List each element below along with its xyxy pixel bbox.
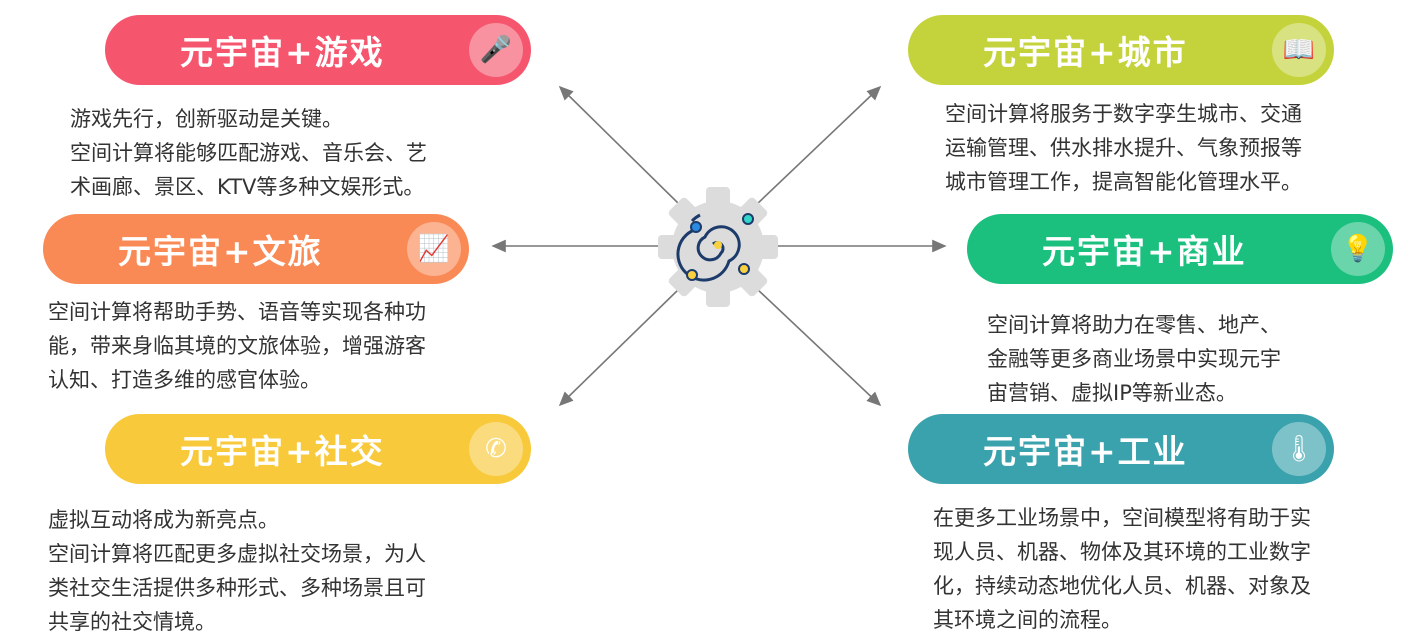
- presentation-chart-icon: 📈: [407, 222, 461, 276]
- desc-industry: 在更多工业场景中，空间模型将有助于实 现人员、机器、物体及其环境的工业数字 化，…: [933, 506, 1311, 632]
- card-social: 元宇宙+社交 ✆: [105, 414, 531, 484]
- microphone-icon: 🎤: [469, 23, 523, 77]
- card-city: 元宇宙+城市 📖: [908, 15, 1334, 85]
- desc-business: 空间计算将助力在零售、地产、 金融等更多商业场景中实现元宇 宙营销、虚拟IP等新…: [987, 313, 1281, 405]
- arrow-game: [558, 85, 681, 206]
- title: 元宇宙+游戏: [180, 33, 385, 72]
- phone-icon: ✆: [469, 422, 523, 476]
- lightbulb-icon: 💡: [1331, 222, 1385, 276]
- title: 元宇宙+城市: [983, 33, 1188, 72]
- card-tourism: 元宇宙+文旅 📈: [43, 214, 469, 284]
- arrow-city: [755, 85, 882, 206]
- title: 元宇宙+商业: [1042, 232, 1247, 271]
- desc-game: 游戏先行，创新驱动是关键。 空间计算将能够匹配游戏、音乐会、艺 术画廊、景区、K…: [70, 107, 427, 199]
- desc-city: 空间计算将服务于数字孪生城市、交通 运输管理、供水排水提升、气象预报等 城市管理…: [945, 102, 1302, 194]
- card-game: 元宇宙+游戏 🎤: [105, 15, 531, 85]
- title: 元宇宙+文旅: [118, 232, 323, 271]
- desc-social: 虚拟互动将成为新亮点。 空间计算将匹配更多虚拟社交场景，为人 类社交生活提供多种…: [48, 508, 426, 634]
- book-icon: 📖: [1272, 23, 1326, 77]
- title: 元宇宙+社交: [180, 432, 385, 471]
- card-business: 元宇宙+商业 💡: [967, 214, 1393, 284]
- arrow-social: [558, 287, 681, 407]
- thermometer-icon: 🌡: [1272, 422, 1326, 476]
- galaxy-gear-icon: [658, 187, 778, 307]
- arrow-industry: [755, 287, 882, 407]
- card-industry: 元宇宙+工业 🌡: [908, 414, 1334, 484]
- title: 元宇宙+工业: [983, 432, 1188, 471]
- desc-tourism: 空间计算将帮助手势、语音等实现各种功 能，带来身临其境的文旅体验，增强游客 认知…: [48, 300, 426, 392]
